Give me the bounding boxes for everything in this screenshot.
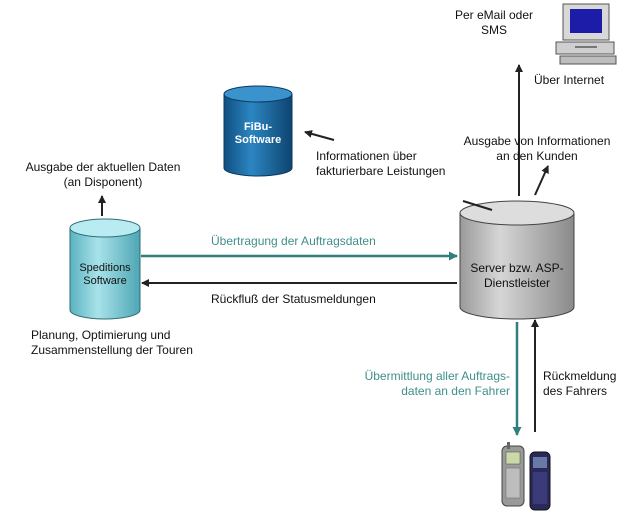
speditions-label: Speditions Software <box>70 262 140 288</box>
label-info-leistungen-line1: Informationen über <box>316 149 417 163</box>
label-email-sms-line2: SMS <box>480 23 507 37</box>
server-cylinder <box>459 200 575 320</box>
label-info-leistungen-line2: fakturierbare Leistungen <box>316 164 446 178</box>
label-rueckmeldung-line2: des Fahrers <box>543 384 608 398</box>
server-label-line1: Server bzw. ASP- <box>470 261 564 275</box>
speditions-software-cylinder <box>69 218 141 320</box>
label-ausgabe-kunden-line1: Ausgabe von Informationen <box>463 134 611 148</box>
label-ausgabe-kunden: Ausgabe von Informationen an den Kunden <box>446 134 628 164</box>
label-rueckfluss: Rückfluß der Statusmeldungen <box>211 292 376 306</box>
label-info-leistungen: Informationen über fakturierbare Leistun… <box>316 149 445 179</box>
fibu-label-line2: Software <box>234 134 282 146</box>
label-ausgabe-kunden-line2: an den Kunden <box>496 149 578 163</box>
computer-icon <box>555 3 617 65</box>
label-ausgabe-daten-line1: Ausgabe der aktuellen Daten <box>25 160 181 174</box>
label-planung-line2: Zusammenstellung der Touren <box>31 343 193 357</box>
fibu-label: FiBu- Software <box>224 121 292 147</box>
label-rueckmeldung: Rückmeldung des Fahrers <box>543 369 616 399</box>
label-email-sms: Per eMail oder SMS <box>434 8 554 38</box>
server-label-line2: Dienstleister <box>483 276 551 290</box>
label-ausgabe-daten-line2: (an Disponent) <box>63 175 143 189</box>
label-ausgabe-daten: Ausgabe der aktuellen Daten (an Disponen… <box>12 160 194 190</box>
speditions-label-line2: Software <box>83 275 127 287</box>
mobile-phone-icon <box>501 442 551 511</box>
label-rueckmeldung-line1: Rückmeldung <box>543 369 617 383</box>
label-planung: Planung, Optimierung und Zusammenstellun… <box>31 328 193 358</box>
arrow-info-leistungen <box>462 200 493 211</box>
label-uebermittlung: Übermittlung aller Auftrags- daten an de… <box>318 369 510 399</box>
label-email-sms-line1: Per eMail oder <box>454 8 534 22</box>
fibu-software-cylinder <box>223 85 293 177</box>
fibu-label-line1: FiBu- <box>243 121 273 133</box>
speditions-label-line1: Speditions <box>79 262 131 274</box>
label-ueber-internet: Über Internet <box>534 73 605 87</box>
arrow-ausgabe-kunden <box>534 165 549 196</box>
label-planung-line1: Planung, Optimierung und <box>31 328 171 342</box>
label-uebermittlung-line1: Übermittlung aller Auftrags- <box>364 369 510 383</box>
arrow-to-fibu <box>304 130 335 141</box>
label-uebertragung: Übertragung der Auftragsdaten <box>211 234 376 248</box>
label-uebermittlung-line2: daten an den Fahrer <box>401 384 510 398</box>
server-label: Server bzw. ASP- Dienstleister <box>460 261 574 291</box>
